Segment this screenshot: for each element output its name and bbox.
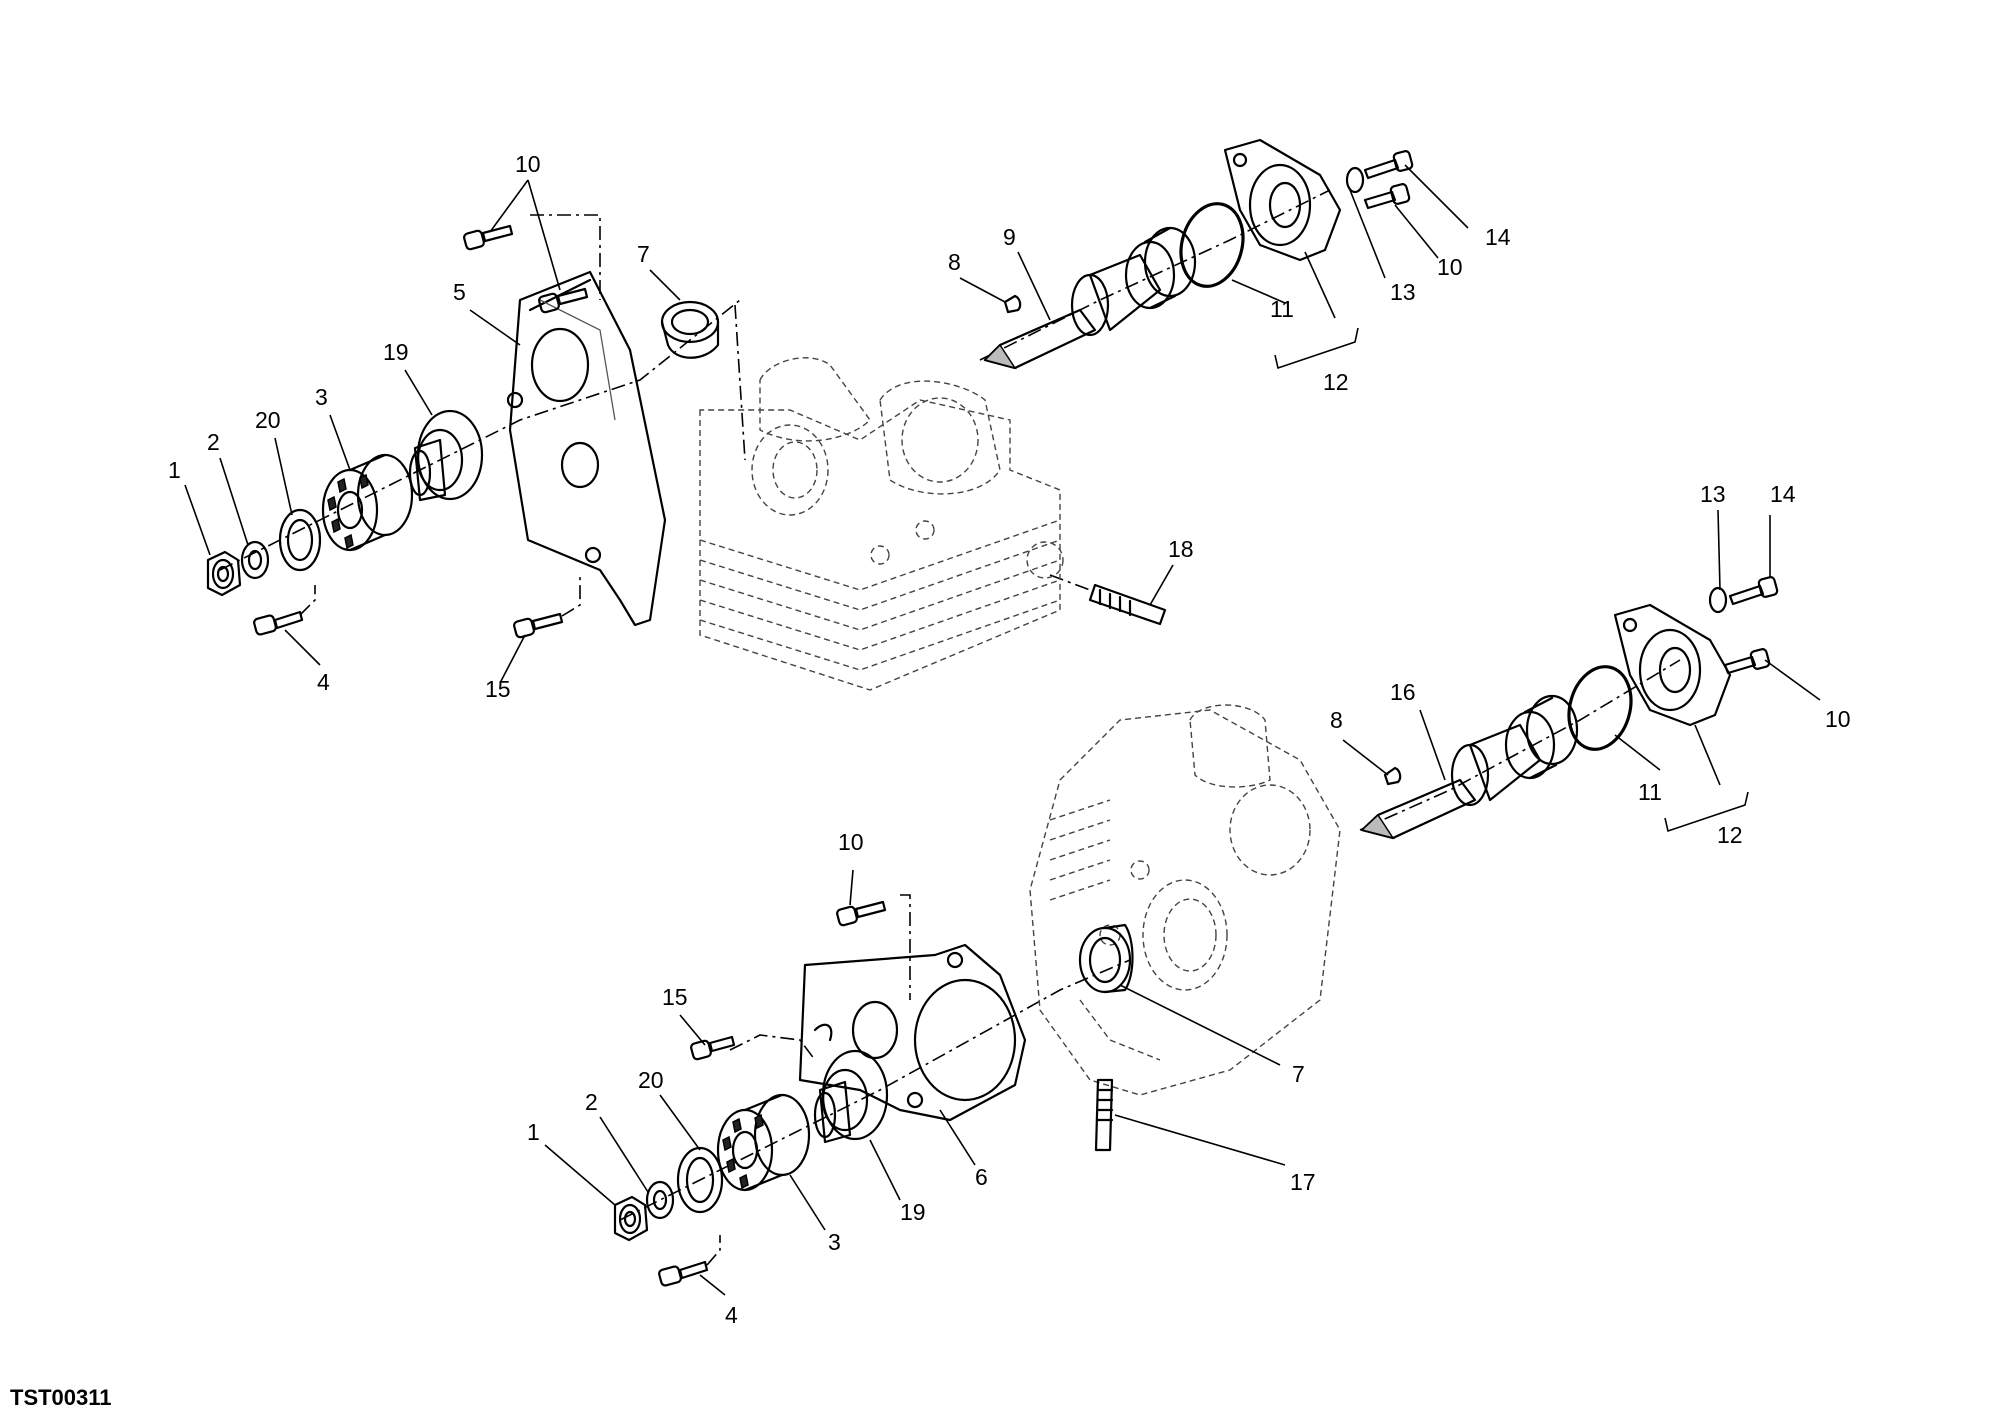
callout-top-7: 7 — [637, 241, 650, 267]
callout-top-19: 19 — [383, 339, 409, 365]
callout-bottom-4: 4 — [725, 1302, 738, 1328]
top-spacer-ring — [278, 508, 322, 572]
bottom-belt-cover — [798, 943, 1027, 1122]
bottom-bolt-10 — [836, 900, 887, 927]
callout-bottom-7: 7 — [1292, 1061, 1305, 1087]
top-stud-axis — [1049, 574, 1091, 591]
callout-top-10a: 10 — [515, 151, 541, 177]
figure-reference-code: TST00311 — [10, 1385, 112, 1410]
callout-top-10b: 10 — [1437, 254, 1463, 280]
top-bolt-axis — [530, 214, 601, 300]
callout-bottom-12: 12 — [1717, 822, 1743, 848]
bottom-bracket-12 — [1664, 791, 1749, 833]
callout-top-3: 3 — [315, 384, 328, 410]
callout-bottom-20: 20 — [638, 1067, 664, 1093]
bottom-washer-13 — [1708, 586, 1728, 614]
callout-top-11: 11 — [1270, 296, 1294, 322]
top-screw-4 — [253, 585, 316, 636]
bottom-bolt-10r — [1723, 648, 1771, 675]
callout-labels: 1 2 20 3 19 5 10 7 8 9 4 15 18 11 12 13 … — [168, 151, 1851, 1328]
top-bolt-14 — [1363, 150, 1414, 180]
bottom-end-cover — [1613, 603, 1732, 727]
callout-top-12: 12 — [1323, 369, 1349, 395]
bottom-bolt-axis — [900, 894, 911, 1000]
top-camshaft-axis — [979, 189, 1331, 361]
callout-bottom-17: 17 — [1290, 1169, 1316, 1195]
top-end-cover — [1223, 138, 1342, 262]
bottom-nut — [613, 1195, 649, 1242]
callout-bottom-3: 3 — [828, 1229, 841, 1255]
callout-top-15: 15 — [485, 676, 511, 702]
callout-bottom-1: 1 — [527, 1119, 540, 1145]
callout-top-13: 13 — [1390, 279, 1416, 305]
bottom-key-8 — [1383, 766, 1402, 786]
callout-bottom-8: 8 — [1330, 707, 1343, 733]
callout-top-18: 18 — [1168, 536, 1194, 562]
bottom-screw15-axis — [729, 1034, 816, 1061]
top-assembly-axis — [219, 299, 741, 571]
bottom-assembly-axis — [619, 959, 1131, 1221]
top-camshaft — [983, 226, 1197, 370]
callout-bottom-6: 6 — [975, 1164, 988, 1190]
top-washer — [240, 540, 270, 580]
top-timing-pulley — [321, 453, 414, 552]
callout-top-14: 14 — [1485, 224, 1511, 250]
top-assembly — [206, 138, 1414, 691]
callout-bottom-10r: 10 — [1825, 706, 1851, 732]
top-pulley-flange — [408, 409, 484, 502]
top-stud-18 — [1088, 583, 1167, 626]
top-nut — [206, 550, 242, 597]
callout-top-4: 4 — [317, 669, 330, 695]
top-o-ring — [1179, 202, 1245, 288]
top-oil-seal — [660, 300, 720, 359]
top-bracket-12 — [1274, 327, 1359, 370]
callout-bottom-16: 16 — [1390, 679, 1416, 705]
callout-bottom-10: 10 — [838, 829, 864, 855]
bottom-oil-seal — [1078, 923, 1134, 994]
callout-top-1: 1 — [168, 457, 181, 483]
top-belt-cover — [506, 270, 667, 627]
bottom-screw-4 — [658, 1235, 721, 1287]
callout-bottom-11: 11 — [1638, 779, 1662, 805]
bottom-timing-pulley — [716, 1093, 811, 1192]
callout-top-2: 2 — [207, 429, 220, 455]
bottom-o-ring — [1567, 665, 1633, 751]
top-key-8 — [1003, 294, 1022, 314]
callout-top-9: 9 — [1003, 224, 1016, 250]
top-washer-13 — [1345, 166, 1365, 194]
callout-bottom-19: 19 — [900, 1199, 926, 1225]
callout-bottom-13: 13 — [1700, 481, 1726, 507]
bottom-stud-17 — [1094, 1078, 1114, 1152]
callout-bottom-14: 14 — [1770, 481, 1796, 507]
top-cylinder-head — [699, 357, 1064, 691]
top-bolt-10b — [1363, 183, 1411, 210]
bottom-bolt-14 — [1728, 576, 1779, 606]
bottom-assembly — [613, 576, 1779, 1287]
bottom-camshaft — [1360, 694, 1579, 840]
bottom-spacer-ring — [676, 1146, 724, 1214]
callout-top-8: 8 — [948, 249, 961, 275]
leader-lines — [184, 164, 1821, 1296]
callout-bottom-2: 2 — [585, 1089, 598, 1115]
top-bolts-10 — [463, 224, 589, 314]
bottom-washer — [645, 1180, 675, 1220]
callout-top-5: 5 — [453, 279, 466, 305]
callout-top-20: 20 — [255, 407, 281, 433]
bottom-pulley-flange — [813, 1049, 889, 1144]
callout-bottom-15: 15 — [662, 984, 688, 1010]
bottom-screw-15 — [690, 1035, 736, 1061]
bottom-cylinder-head — [1029, 704, 1341, 1096]
top-bearing-axis — [734, 304, 746, 461]
top-screw-15 — [513, 575, 581, 639]
